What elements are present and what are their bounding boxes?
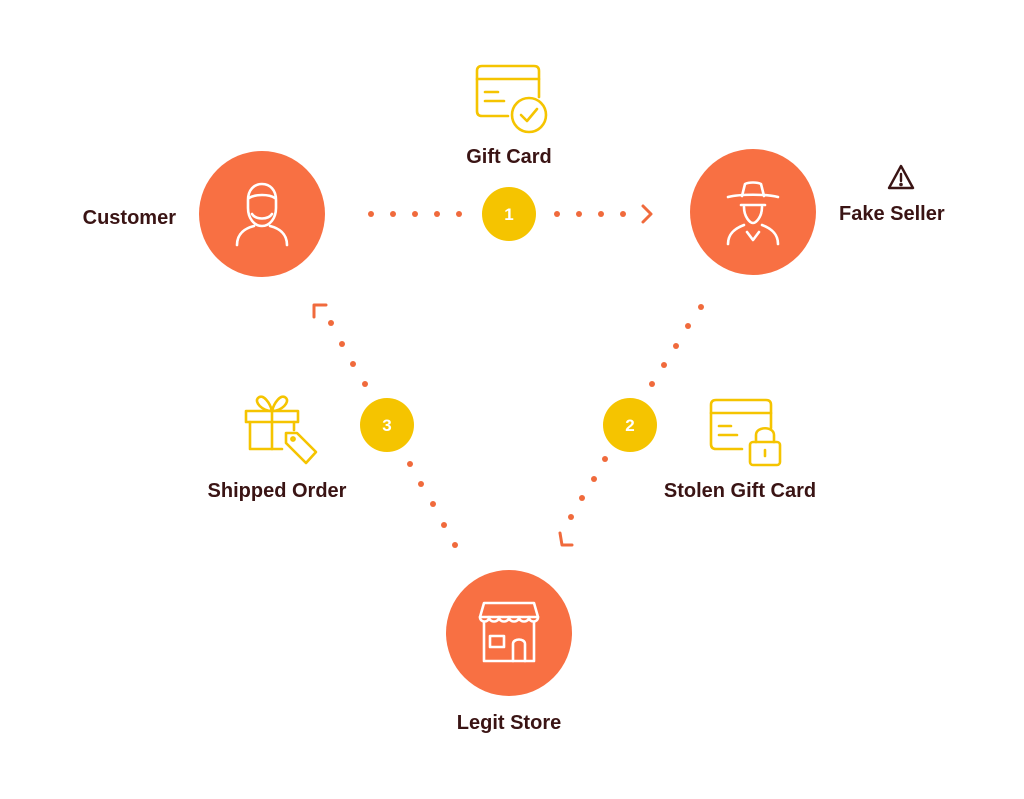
node-label-legit-store: Legit Store — [457, 712, 561, 734]
node-label-fake-seller: Fake Seller — [839, 203, 945, 225]
arrowhead-up-left-icon — [312, 303, 328, 319]
node-legit-store — [446, 570, 572, 696]
person-icon — [235, 182, 289, 247]
connector-seller-to-store — [568, 304, 704, 520]
connector-store-to-customer — [328, 320, 458, 548]
warning-triangle-icon — [887, 164, 915, 190]
step-2-number: 2 — [625, 416, 634, 435]
card-lock-icon — [709, 398, 782, 467]
node-label-customer: Customer — [83, 207, 177, 229]
arrowhead-right-icon — [641, 204, 653, 224]
step-2-label: Stolen Gift Card — [664, 480, 816, 502]
step-1-number: 1 — [504, 205, 513, 224]
node-fake-seller — [690, 149, 816, 275]
node-customer — [199, 151, 325, 277]
storefront-icon — [478, 601, 540, 663]
arrowhead-down-left-icon — [558, 531, 574, 547]
gift-tag-icon — [244, 395, 318, 465]
card-check-icon — [475, 64, 548, 134]
spy-icon — [726, 181, 780, 246]
step-3-number: 3 — [382, 416, 391, 435]
step-1-label: Gift Card — [466, 146, 552, 168]
step-2-badge: 2 — [603, 398, 657, 452]
step-3-badge: 3 — [360, 398, 414, 452]
step-3-label: Shipped Order — [208, 480, 347, 502]
connector-customer-to-seller — [368, 211, 626, 217]
step-1-badge: 1 — [482, 187, 536, 241]
